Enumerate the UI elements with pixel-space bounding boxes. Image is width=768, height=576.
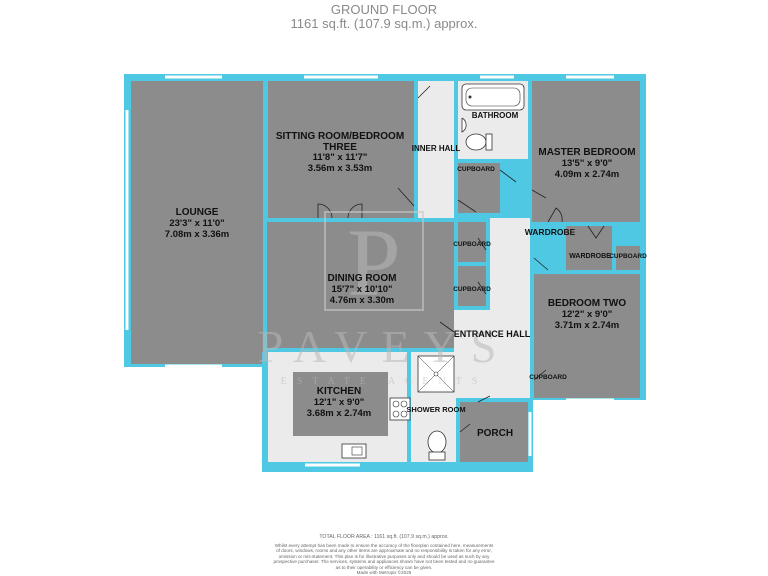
watermark: P PAVEYS ESTATE AGENTS bbox=[258, 209, 511, 387]
inner-hall-name: INNER HALL bbox=[412, 144, 461, 153]
hob-icon bbox=[389, 397, 411, 421]
wardrobe-2-name: WARDROBE bbox=[569, 253, 611, 260]
entrance-hall-floor-lower bbox=[454, 310, 530, 398]
lounge-floor bbox=[131, 81, 263, 364]
doors bbox=[317, 85, 605, 433]
footer-disclaimer: Whilst every attempt has been made to en… bbox=[250, 543, 518, 575]
lounge-metric: 7.08m x 3.36m bbox=[165, 229, 229, 240]
lounge-imperial: 23'3" x 11'0" bbox=[169, 218, 224, 229]
bedroom-two-imperial: 12'2" x 9'0" bbox=[562, 309, 613, 320]
inner-hall-floor bbox=[418, 81, 454, 218]
watermark-brand: PAVEYS bbox=[258, 321, 511, 372]
dining-room-name: DINING ROOM bbox=[328, 273, 397, 284]
cupboard-5-floor bbox=[616, 246, 640, 270]
dining-room-metric: 4.76m x 3.30m bbox=[330, 295, 394, 306]
watermark-monogram: P bbox=[347, 209, 400, 316]
kitchen-metric: 3.68m x 2.74m bbox=[307, 408, 371, 419]
cupboard-1-name: CUPBOARD bbox=[457, 166, 495, 173]
master-bedroom-name: MASTER BEDROOM bbox=[538, 147, 635, 158]
footer-line: as to their operability or efficiency ca… bbox=[335, 564, 433, 570]
windows bbox=[125, 75, 614, 467]
toilet-icon bbox=[427, 430, 447, 454]
porch-name: PORCH bbox=[477, 428, 513, 439]
kitchen-imperial: 12'1" x 9'0" bbox=[314, 397, 365, 408]
footer-line: prospective purchaser. The services, sys… bbox=[273, 559, 495, 565]
room-floors bbox=[131, 81, 640, 466]
bath-icon bbox=[461, 83, 525, 111]
footer-total-area: TOTAL FLOOR AREA : 1161 sq.ft. (107.9 sq… bbox=[319, 534, 449, 540]
floor-area: 1161 sq.ft. (107.9 sq.m.) approx. bbox=[290, 16, 478, 31]
entrance-hall-name: ENTRANCE HALL bbox=[454, 329, 531, 339]
wardrobe-2-floor bbox=[566, 226, 612, 270]
cupboard-4-name: CUPBOARD bbox=[529, 374, 567, 381]
sitting-room-imperial: 11'8" x 11'7" bbox=[313, 152, 368, 163]
sitting-room-floor bbox=[268, 81, 414, 218]
shower-room-name: SHOWER ROOM bbox=[406, 405, 465, 414]
cupboard-2-name: CUPBOARD bbox=[453, 241, 491, 248]
footer-line: omission or mis-statement. This plan is … bbox=[278, 553, 490, 559]
master-bedroom-imperial: 13'5" x 9'0" bbox=[562, 158, 613, 169]
footer-line: Made with Metropix ©2025 bbox=[356, 570, 412, 576]
sink-icon bbox=[341, 443, 367, 459]
footer-line: Whilst every attempt has been made to en… bbox=[274, 543, 494, 548]
toilet-icon bbox=[465, 133, 487, 151]
dining-room-imperial: 15'7" x 10'10" bbox=[331, 284, 392, 295]
bathroom-name: BATHROOM bbox=[472, 111, 519, 120]
kitchen-name: KITCHEN bbox=[317, 386, 361, 397]
footer-line: of doors, windows, rooms and any other i… bbox=[276, 548, 492, 554]
master-bedroom-metric: 4.09m x 2.74m bbox=[555, 169, 619, 180]
watermark-sub: ESTATE AGENTS bbox=[281, 376, 488, 387]
room-labels: LOUNGE 23'3" x 11'0" 7.08m x 3.36m SITTI… bbox=[165, 111, 647, 439]
cupboard-5-name: CUPBOARD bbox=[609, 253, 647, 260]
lounge-name: LOUNGE bbox=[176, 207, 219, 218]
cupboard-3-name: CUPBOARD bbox=[453, 286, 491, 293]
sitting-room-metric: 3.56m x 3.53m bbox=[308, 163, 372, 174]
bedroom-two-name: BEDROOM TWO bbox=[548, 298, 627, 309]
master-bedroom-floor bbox=[532, 81, 640, 222]
cupboard-2-floor bbox=[458, 222, 486, 262]
floor-title: GROUND FLOOR bbox=[330, 2, 438, 17]
sitting-room-name-line2: THREE bbox=[323, 142, 357, 153]
kitchen-island bbox=[293, 372, 388, 436]
cupboard-3-floor bbox=[458, 266, 486, 306]
basin-icon bbox=[461, 117, 467, 133]
sitting-room-name: SITTING ROOM/BEDROOM bbox=[276, 131, 404, 142]
bedroom-two-metric: 3.71m x 2.74m bbox=[555, 320, 619, 331]
porch-floor bbox=[460, 402, 528, 464]
fixtures bbox=[341, 83, 525, 461]
wardrobe-1-name: WARDROBE bbox=[525, 227, 576, 237]
